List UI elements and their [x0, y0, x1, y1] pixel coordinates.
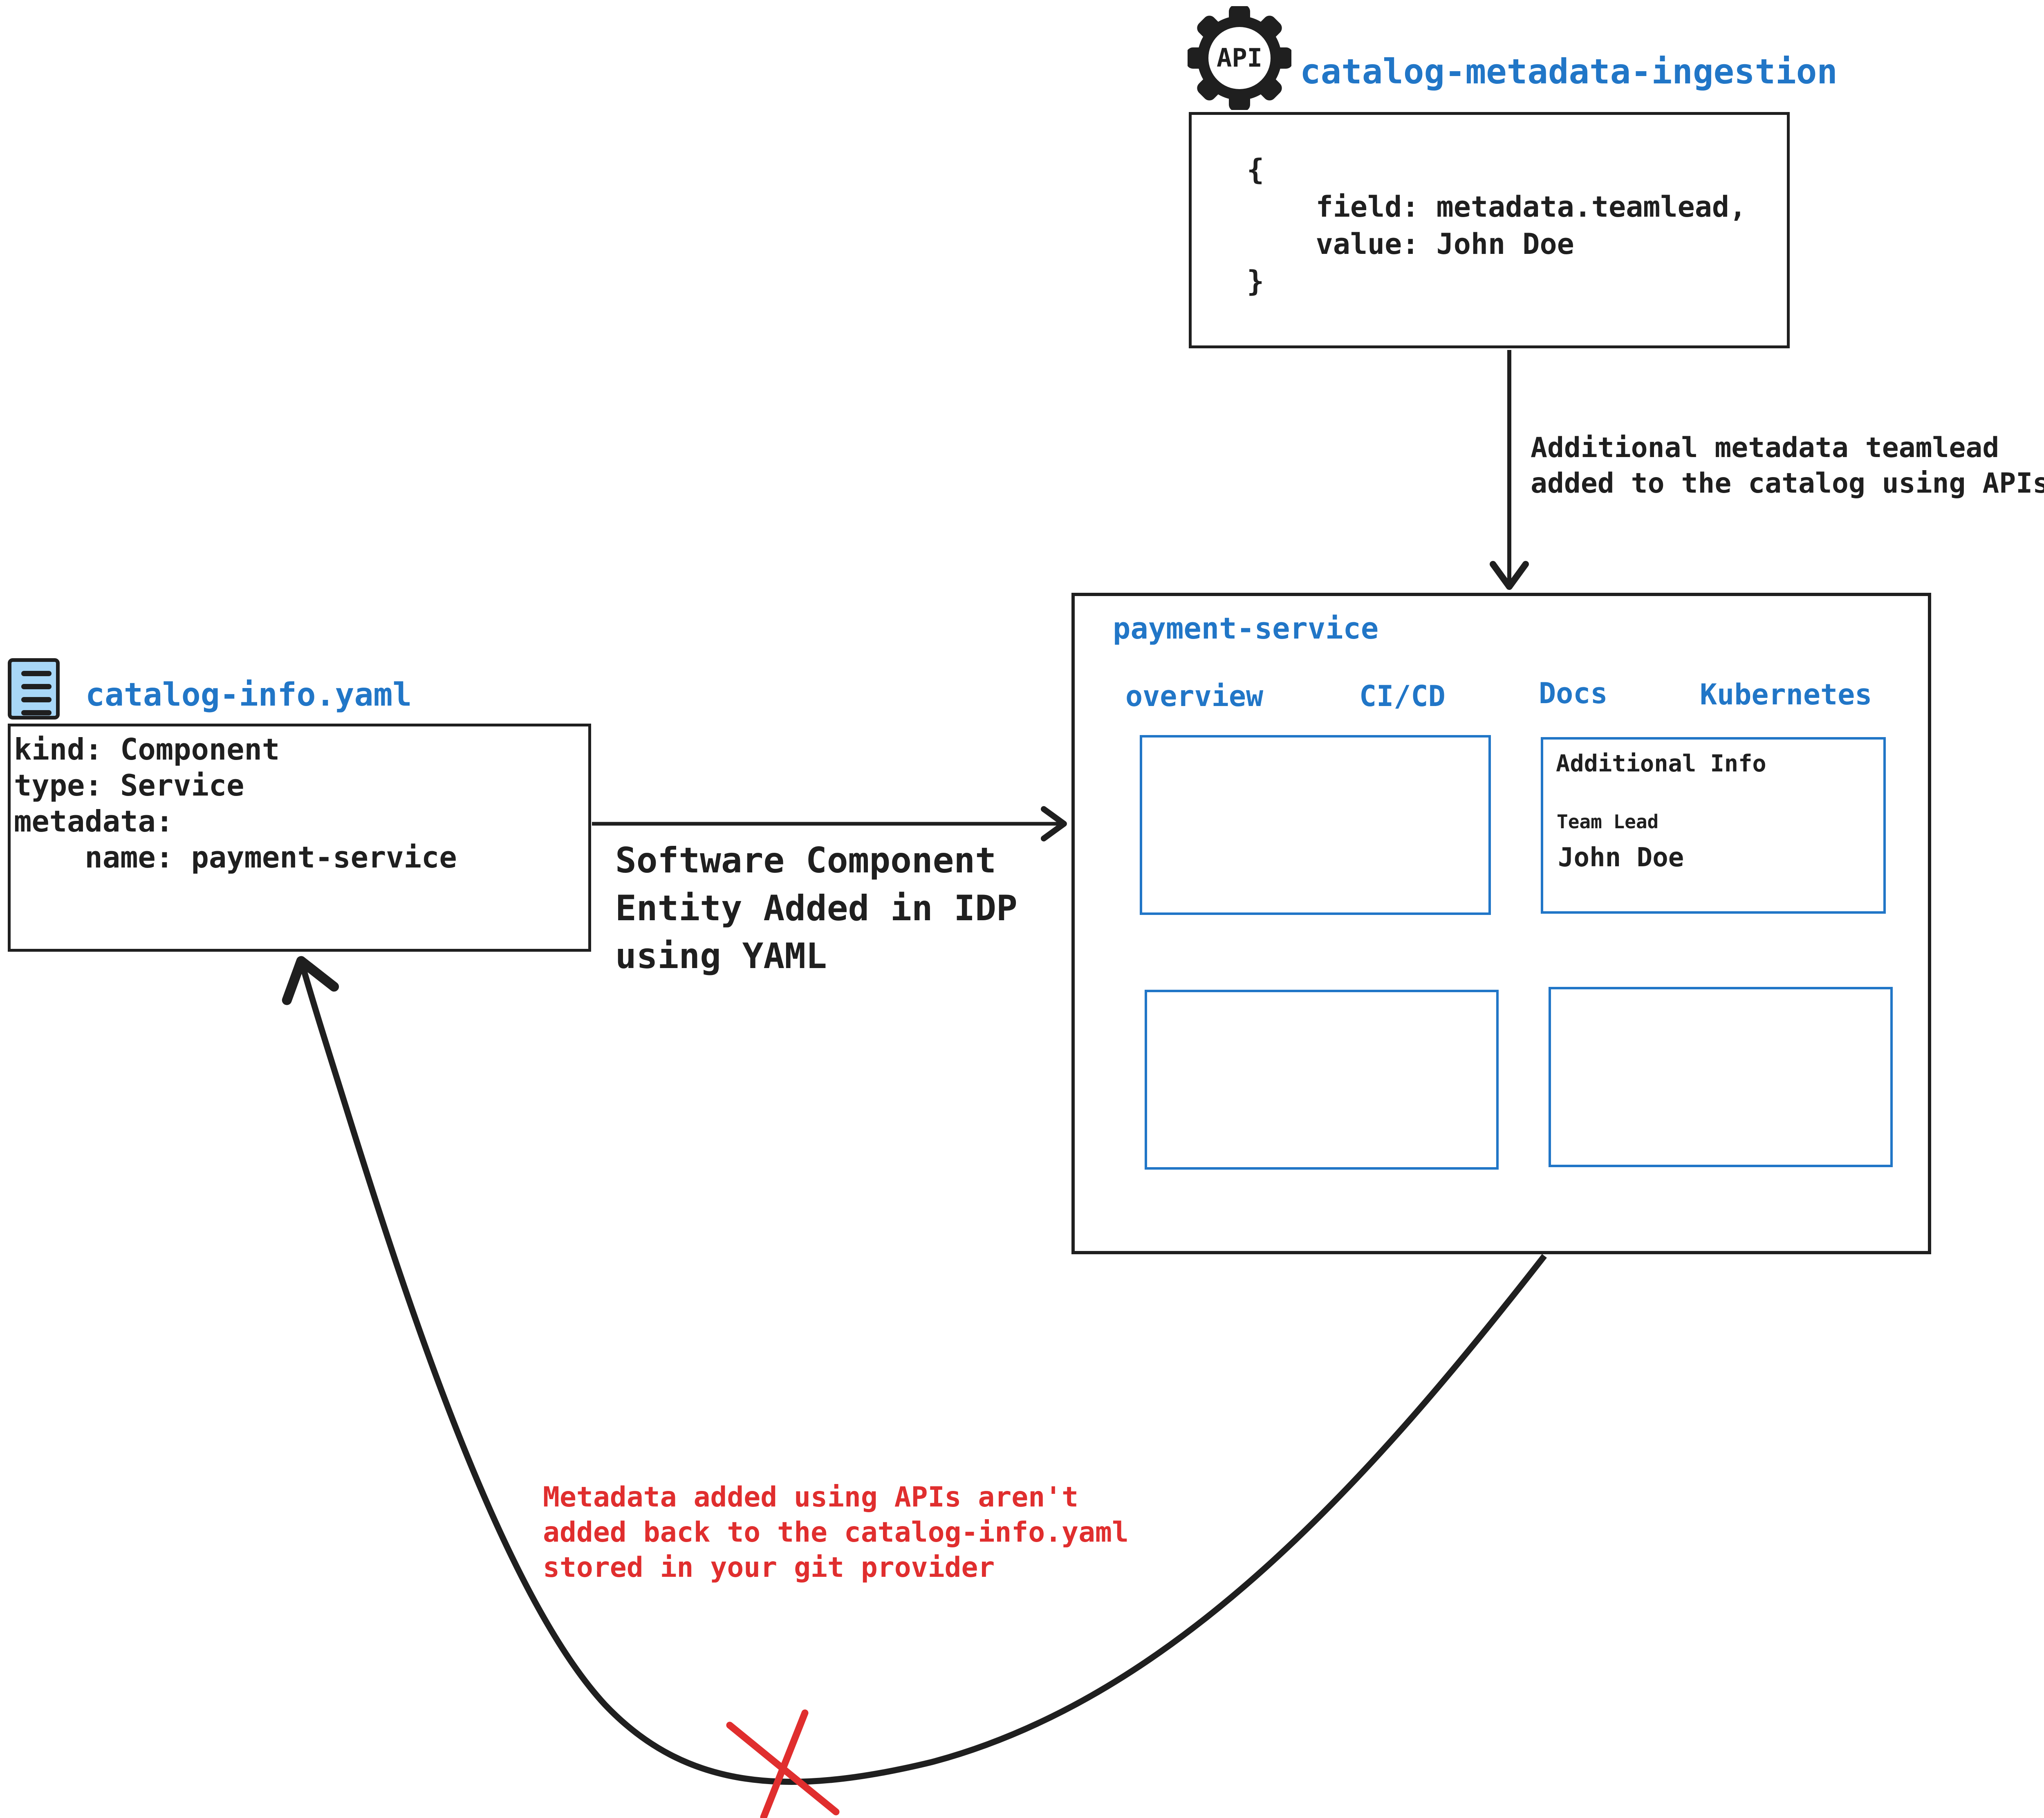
blocked-x-icon	[726, 1709, 840, 1818]
tab-cicd: CI/CD	[1359, 679, 1446, 713]
api-gear-icon: API	[1186, 5, 1293, 111]
yaml-file-icon	[8, 658, 60, 720]
docs-panel-field-value: John Doe	[1558, 843, 1684, 873]
api-code-box	[1189, 112, 1790, 348]
yaml-file-title: catalog-info.yaml	[85, 677, 412, 713]
tab-docs: Docs	[1539, 677, 1608, 710]
tab-overview: overview	[1125, 679, 1264, 713]
docs-panel-heading: Additional Info	[1556, 750, 1766, 777]
api-code-text: { field: metadata.teamlead, value: John …	[1247, 153, 1747, 298]
no-writeback-note: Metadata added using APIs aren't added b…	[543, 1481, 1129, 1584]
api-service-title: catalog-metadata-ingestion	[1300, 52, 1838, 92]
panel-docs	[1541, 737, 1886, 914]
panel-overview	[1140, 735, 1491, 915]
yaml-code-text: kind: Component type: Service metadata: …	[14, 732, 457, 874]
panel-bottom-left	[1145, 990, 1499, 1170]
tab-kubernetes: Kubernetes	[1700, 678, 1872, 711]
yaml-arrow-label: Software Component Entity Added in IDP u…	[615, 840, 1018, 977]
docs-panel-field-label: Team Lead	[1557, 811, 1659, 833]
api-gear-label: API	[1217, 43, 1262, 73]
api-arrow-label: Additional metadata teamlead added to th…	[1531, 432, 2044, 500]
yaml-code-box	[8, 724, 591, 952]
idp-title: payment-service	[1113, 611, 1379, 646]
panel-bottom-right	[1549, 987, 1893, 1167]
